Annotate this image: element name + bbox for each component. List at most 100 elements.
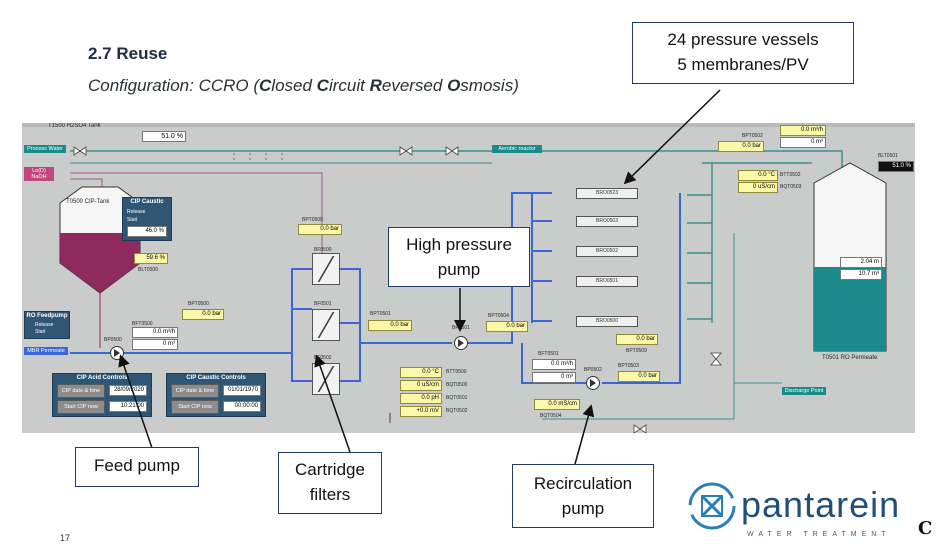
quality-cond-tag: BQT0500 <box>446 382 468 388</box>
cip-acid-time-value: 10:21:00 <box>109 401 147 412</box>
quality-ph-value: 0.0 pH <box>400 393 442 404</box>
callout-feed-pump: Feed pump <box>75 447 199 487</box>
hp-pump-tag: BP0501 <box>452 325 470 331</box>
filter-3-tag: BF0502 <box>314 355 332 361</box>
cip-tank-label: T0500 CIP-Tank <box>66 199 110 205</box>
cip-acid-date-button[interactable]: CIP date & time <box>57 384 105 398</box>
ro-release-label[interactable]: Release <box>35 322 54 328</box>
feed-pump-tag: BP0500 <box>104 337 122 343</box>
page-number: 17 <box>60 533 71 543</box>
cip-acid-controls-title: CIP Acid Controls <box>76 375 128 381</box>
callout-cartridge-line1: Cartridge <box>295 460 365 479</box>
quality-ph-tag: BQT0501 <box>446 395 468 401</box>
recirc-total-value: 0 m³ <box>532 372 576 383</box>
cip-caustic-date-value: 01/01/1970 <box>223 385 261 396</box>
pressure-vessel-3[interactable]: BRO0502 <box>576 246 638 257</box>
aerobic-reactor-chip[interactable]: Aerobic reactor <box>492 145 542 154</box>
cip-acid-start-button[interactable]: Start CIP now <box>57 400 105 414</box>
cip-release-label[interactable]: Release <box>127 209 146 215</box>
pressure-vessel-2[interactable]: BRO0503 <box>576 216 638 227</box>
feed-total-value: 0 m³ <box>132 339 178 350</box>
quality-temp-tag: BTT0500 <box>446 369 467 375</box>
perm-flow-value: 0.0 m³/h <box>780 125 826 136</box>
filter-in-pressure: 0.0 bar <box>298 224 342 235</box>
feed-pump-icon[interactable] <box>110 346 124 360</box>
high-pressure-pump-icon[interactable] <box>454 336 468 350</box>
callout-high-pressure-line1: High pressure <box>406 235 512 254</box>
perm-temp-tag: BTT0502 <box>780 172 801 178</box>
ro-feedpump-title: RO Feedpump <box>26 313 68 319</box>
feed-pressure-value: 0.0 bar <box>182 309 224 320</box>
pantarein-logo-text: pantarein <box>741 484 901 525</box>
feed-pressure-tag: BPT0500 <box>188 301 209 307</box>
callout-pressure-vessels-line2: 5 membranes/PV <box>677 55 809 74</box>
mbr-permeate-chip[interactable]: MBR Permeate <box>24 347 68 356</box>
callout-cartridge-filters: Cartridge filters <box>278 452 382 514</box>
permeate-level-value: 51.0 % <box>878 161 914 172</box>
callout-cartridge-line2: filters <box>309 485 351 504</box>
recirc-flow-tag: BFT0501 <box>538 351 559 357</box>
recirc-cond-value: 0.0 mS/cm <box>534 399 580 410</box>
perm-cond-value: 0 uS/cm <box>738 182 778 193</box>
permeate-tank-label: T0501 RO Permeate <box>822 355 878 361</box>
callout-high-pressure-pump: High pressure pump <box>388 227 530 287</box>
pressure-vessel-5[interactable]: BRO0500 <box>576 316 638 327</box>
filter-1-tag: BF0500 <box>314 247 332 253</box>
cip-caustic-start-button[interactable]: Start CIP now <box>171 400 219 414</box>
ro-start-label[interactable]: Start <box>35 329 46 335</box>
recirculation-pump-icon[interactable] <box>586 376 600 390</box>
perm-pressure-tag: BPT0502 <box>742 133 763 139</box>
permeate-volume-value: 10.7 m³ <box>840 269 882 280</box>
pressure-vessel-4[interactable]: BRO0501 <box>576 276 638 287</box>
permeate-height-value: 2.04 m <box>840 257 882 268</box>
recirc-pump-tag: BP0502 <box>584 367 602 373</box>
callout-recirc-line1: Recirculation <box>533 474 633 493</box>
feed-flow-value: 0.0 m³/h <box>132 327 178 338</box>
cip-caustic-controls-title: CIP Caustic Controls <box>186 375 246 381</box>
callout-recirc-line2: pump <box>561 499 605 518</box>
perm-pressure-value: 0.0 bar <box>718 141 764 152</box>
pressure-vessel-1[interactable]: BRO0523 <box>576 188 638 199</box>
cip-acid-date-value: 28/09/2020 <box>109 385 147 396</box>
cartridge-filter-2[interactable] <box>312 309 340 341</box>
feed-flow-tag: BFT0500 <box>132 321 153 327</box>
ro-out-tag: BPT0509 <box>626 348 647 354</box>
cartridge-filter-1[interactable] <box>312 253 340 285</box>
recirc-flow-value: 0.0 m³/h <box>532 359 576 370</box>
cip-caustic-controls-panel: CIP Caustic Controls CIP date & time 01/… <box>166 373 266 417</box>
perm-temp-value: 0.0 °C <box>738 170 778 181</box>
hp-in-tag: BPT0501 <box>370 311 391 317</box>
cip-level-value: 59.6 % <box>134 253 168 264</box>
hp-out-pressure: 0.0 bar <box>486 321 528 332</box>
cip-caustic-value: 46.0 % <box>127 226 167 237</box>
top-value: 51.0 % <box>142 131 186 142</box>
callout-pressure-vessels-line1: 24 pressure vessels <box>667 30 819 49</box>
cip-start-label[interactable]: Start <box>127 217 138 223</box>
callout-pressure-vessels: 24 pressure vessels 5 membranes/PV <box>632 22 854 84</box>
pantarein-logo-tagline: WATER TREATMENT <box>747 531 891 538</box>
discharge-point-chip[interactable]: Discharge Point <box>782 387 826 396</box>
cartridge-filter-3[interactable] <box>312 363 340 395</box>
callout-high-pressure-line2: pump <box>437 260 481 279</box>
recirc-pressure-tag: BPT0503 <box>618 363 639 369</box>
callout-recirculation-pump: Recirculation pump <box>512 464 654 528</box>
quality-temp-value: 0.0 °C <box>400 367 442 378</box>
recirc-pressure-value: 0.0 bar <box>618 371 660 382</box>
perm-cond-tag: BQT0503 <box>780 184 802 190</box>
cip-caustic-title: CIP Caustic <box>130 199 164 205</box>
quality-orp-value: +0.0 mV <box>400 406 442 417</box>
cip-caustic-panel: CIP Caustic Release Start 46.0 % <box>122 197 172 241</box>
cip-level-tag: BLT0500 <box>138 267 158 273</box>
lye-chip[interactable]: Lo(D) NaOH <box>24 167 54 182</box>
cip-caustic-date-button[interactable]: CIP date & time <box>171 384 219 398</box>
hp-out-tag: BPT0504 <box>488 313 509 319</box>
quality-orp-tag: BQT0502 <box>446 408 468 414</box>
ro-out-pressure: 0.0 bar <box>616 334 658 345</box>
pantarein-logo: pantarein WATER TREATMENT <box>685 475 899 545</box>
ro-feedpump-panel: RO Feedpump Release Start <box>24 311 70 339</box>
perm-total-value: 0 m³ <box>780 137 826 148</box>
partner-logo-fragment: C <box>918 518 933 539</box>
filter-2-tag: BF0501 <box>314 301 332 307</box>
quality-cond-value: 0 uS/cm <box>400 380 442 391</box>
process-water-chip[interactable]: Process Water <box>24 145 66 154</box>
